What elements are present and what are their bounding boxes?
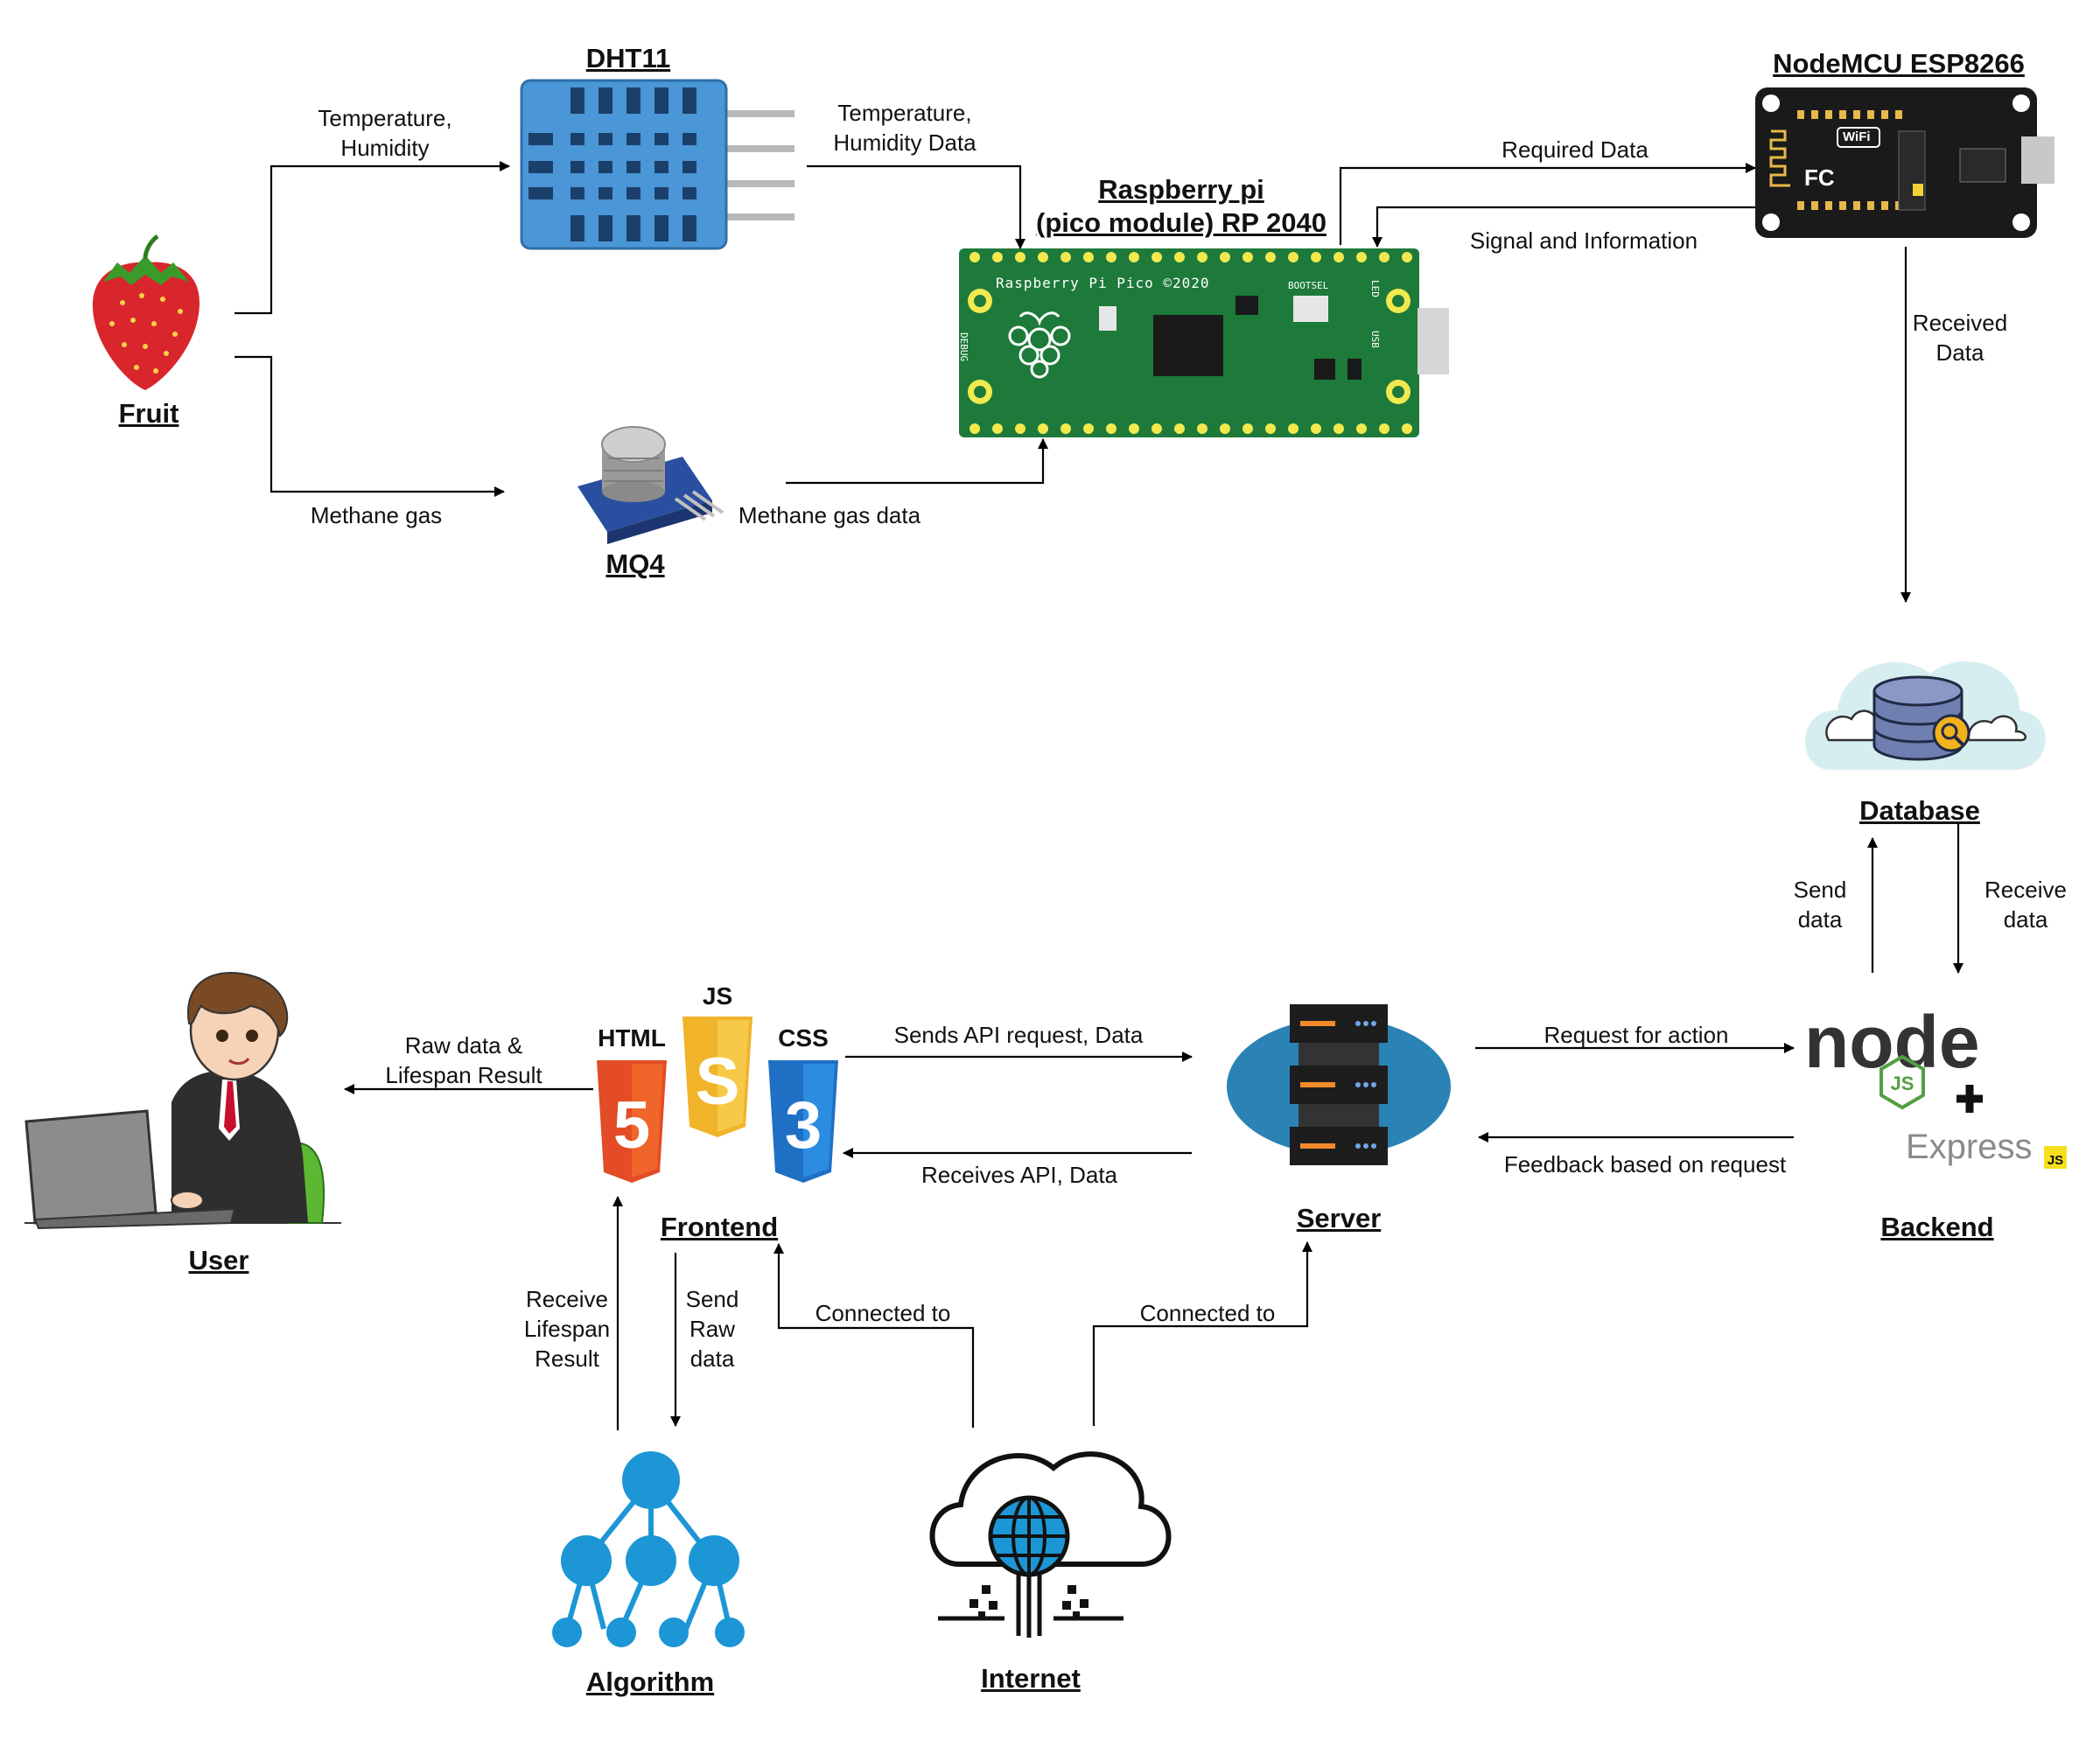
nodemcu-wifi-text: WiFi: [1843, 129, 1871, 144]
dht11-sensor-icon: [520, 79, 794, 250]
pico-bootsel-text: BOOTSEL: [1288, 280, 1329, 291]
label-frontend-user: Raw data & Lifespan Result: [385, 1032, 542, 1088]
label-server-backend: Request for action: [1544, 1022, 1729, 1048]
edge-dht11-pico: [807, 164, 1026, 249]
algorithm-tree-icon: [552, 1451, 745, 1647]
css-logo-label: CSS: [778, 1024, 829, 1052]
label-backend-database: Send data: [1793, 877, 1847, 933]
edge-fruit-dht11: [234, 161, 510, 315]
express-js-badge-text: JS: [2048, 1153, 2063, 1168]
edge-nodemcu-pico: [1372, 206, 1755, 248]
algorithm-title: Algorithm: [585, 1667, 715, 1697]
raspberry-pico-board-icon: [959, 248, 1449, 437]
express-logo-text: Express: [1906, 1128, 2033, 1166]
label-frontend-internet: Connected to: [815, 1300, 951, 1326]
js-logo-label: JS: [703, 982, 732, 1010]
pico-led-text: LED: [1369, 280, 1381, 297]
pico-debug-text: DEBUG: [958, 332, 970, 362]
label-algorithm-frontend: Receive Lifespan Result: [523, 1286, 611, 1372]
label-database-backend: Receive data: [1984, 877, 2067, 933]
user-icon: [24, 972, 341, 1230]
connectors: [234, 161, 1964, 1430]
edge-internet-frontend: [774, 1243, 975, 1428]
label-server-internet: Connected to: [1139, 1300, 1276, 1326]
label-server-frontend: Receives API, Data: [921, 1162, 1117, 1188]
label-fruit-dht11: Temperature, Humidity: [318, 105, 452, 161]
label-nodemcu-pico: Signal and Information: [1469, 227, 1698, 254]
label-dht11-pico: Temperature, Humidity Data: [833, 100, 976, 156]
internet-cloud-icon: [929, 1451, 1172, 1638]
raspberry-logo-icon: [1008, 311, 1071, 379]
css-three-glyph: 3: [785, 1088, 822, 1163]
frontend-title: Frontend: [660, 1212, 779, 1242]
node-logo-text: node: [1804, 1001, 1980, 1083]
backend-title: Backend: [1880, 1212, 1994, 1242]
mq4-sensor-icon: [578, 426, 724, 544]
edge-internet-server: [1092, 1241, 1312, 1426]
raspberry-pico-title: Raspberry pi (pico module) RP 2040: [1036, 174, 1326, 238]
frontend-logos-icon: HTML 5 JS S CSS 3: [597, 982, 838, 1183]
pico-usb-text: USB: [1369, 331, 1381, 348]
label-frontend-algorithm: Send Raw data: [685, 1286, 739, 1372]
nodemcu-board-icon: [1755, 87, 2054, 238]
edge-fruit-mq4: [234, 355, 505, 497]
pico-pins-bottom: [970, 423, 1412, 434]
fruit-title: Fruit: [118, 398, 179, 429]
html-logo-label: HTML: [598, 1024, 666, 1052]
edge-mq4-pico: [786, 438, 1048, 485]
pico-board-text: Raspberry Pi Pico ©2020: [996, 275, 1210, 291]
user-title: User: [188, 1245, 249, 1275]
backend-logo-icon: node JS Express JS: [1804, 1001, 2067, 1169]
html-five-glyph: 5: [613, 1088, 650, 1163]
pico-pins-top: [970, 252, 1412, 262]
label-backend-server: Feedback based on request: [1503, 1151, 1787, 1177]
nodemcu-title: NodeMCU ESP8266: [1773, 48, 2025, 79]
label-nodemcu-database: Received Data: [1912, 310, 2008, 366]
label-pico-nodemcu: Required Data: [1502, 136, 1648, 163]
mq4-title: MQ4: [606, 549, 665, 579]
internet-title: Internet: [981, 1663, 1081, 1694]
nodejs-badge-text: JS: [1891, 1073, 1914, 1094]
nodemcu-fc-text: FC: [1804, 164, 1835, 191]
edge-pico-nodemcu: [1339, 163, 1756, 245]
nodemcu-pins-top: [1797, 110, 1902, 119]
strawberry-icon: [92, 234, 200, 390]
js-s-glyph: S: [696, 1045, 740, 1119]
label-fruit-mq4: Methane gas: [310, 502, 443, 528]
label-mq4-pico: Methane gas data: [738, 502, 921, 528]
dht11-title: DHT11: [585, 43, 671, 73]
label-frontend-server: Sends API request, Data: [893, 1022, 1144, 1048]
server-icon: [1227, 1004, 1451, 1165]
database-title: Database: [1859, 795, 1980, 826]
server-title: Server: [1296, 1203, 1382, 1233]
database-icon: [1804, 660, 2046, 770]
